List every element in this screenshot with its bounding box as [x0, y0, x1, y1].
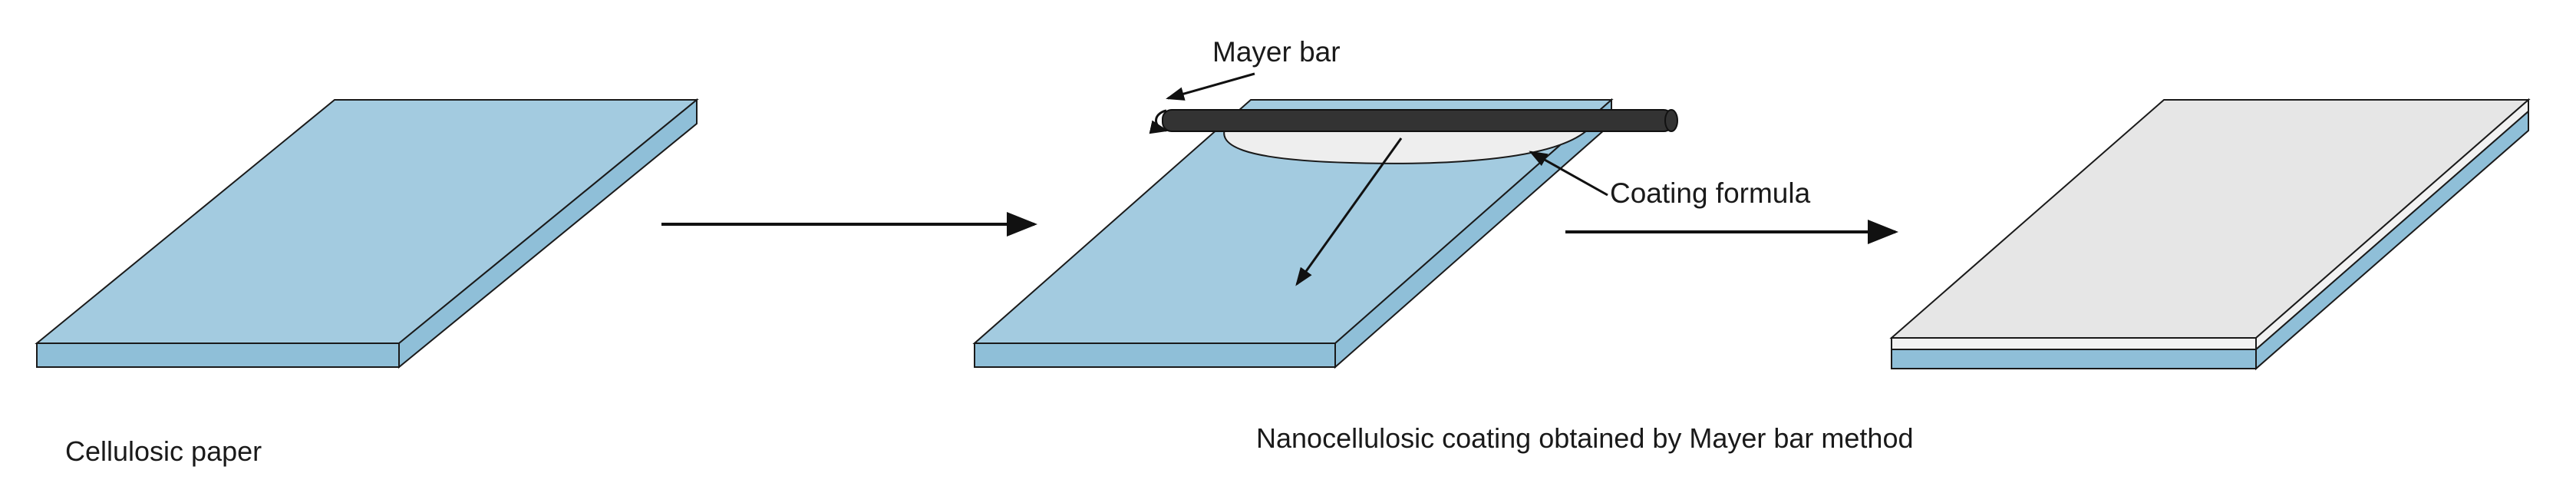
mayer-bar-end: [1664, 109, 1678, 132]
paper-sheet-3-paper-front: [1891, 349, 2257, 369]
cellulosic-paper-caption: Cellulosic paper: [65, 435, 262, 467]
mayer-bar-leader: [1166, 72, 1255, 101]
coated-result-caption: Nanocellulosic coating obtained by Mayer…: [1256, 422, 1914, 454]
coating-formula-leader: [1529, 151, 1608, 197]
mayer-bar-rod: [1162, 109, 1674, 132]
bar-direction-arrow: [1295, 137, 1403, 286]
paper-sheet-3-coating-front: [1891, 337, 2257, 350]
paper-sheet-3-paper-side: [2255, 109, 2529, 371]
cellulosic-paper-sheet: [35, 98, 699, 369]
paper-sheet-1-top: [35, 99, 699, 344]
paper-sheet-2-front: [974, 343, 1336, 368]
paper-sheet-3-top-coating: [1889, 99, 2531, 339]
coated-paper-sheet: [1889, 98, 2531, 371]
coating-formula-label: Coating formula: [1610, 177, 1811, 209]
rotation-arrow-icon: [1149, 109, 1169, 134]
coating-step-sheet: [972, 98, 1678, 369]
mayer-bar-label: Mayer bar: [1212, 36, 1341, 68]
paper-sheet-1-side: [398, 98, 698, 369]
paper-sheet-1-front: [36, 343, 400, 368]
